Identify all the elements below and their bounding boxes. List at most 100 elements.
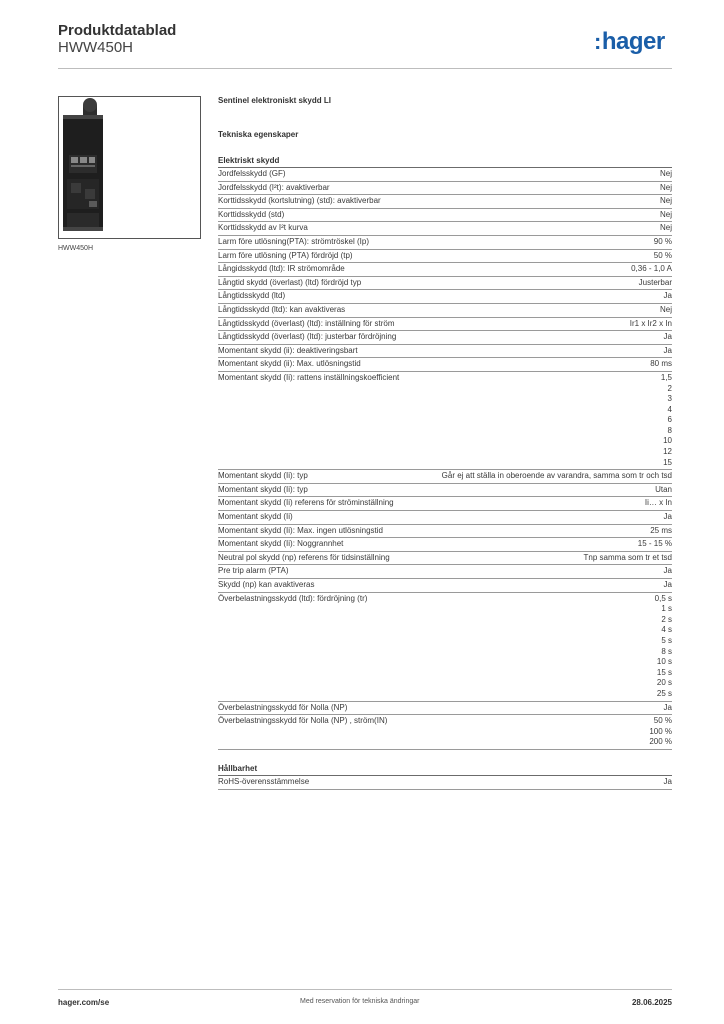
table-row: Överbelastningsskydd (ltd): fördröjning … [218, 593, 672, 702]
value-line: 15 [663, 457, 672, 467]
value-line: 3 [667, 394, 672, 404]
table-row: Skydd (np) kan avaktiveras Ja [218, 579, 672, 593]
row-value: Ja [664, 777, 672, 788]
value-line: 1 s [661, 604, 672, 614]
logo-text: hager [601, 28, 665, 55]
row-label: Överbelastningsskydd (ltd): fördröjning … [218, 593, 368, 603]
value-line: Ir1 x Ir2 x In [629, 318, 672, 328]
row-label: Långidsskydd (ltd): IR strömområde [218, 264, 345, 274]
row-value: Nej [660, 305, 672, 316]
value-line: Ja [663, 702, 672, 712]
row-label: Överbelastningsskydd för Nolla (NP) , st… [218, 716, 388, 726]
value-line: 5 s [661, 635, 672, 645]
row-value: 50 % [654, 251, 672, 262]
table-row: Larm före utlösning (PTA) fördröjd (tp)5… [218, 250, 672, 264]
row-value: Tnp samma som tr et tsd [584, 553, 672, 564]
row-label: Jordfelsskydd (GF) [218, 169, 286, 178]
value-line: 80 ms [650, 359, 672, 369]
value-line: 50 % [653, 716, 672, 726]
row-label: Skydd (np) kan avaktiveras [218, 580, 315, 589]
row-value: Ja [664, 291, 672, 302]
row-label: Momentant skydd (ii): Max. utlösningstid [218, 359, 361, 369]
value-line: Ja [663, 291, 672, 301]
row-value: Ja [664, 580, 672, 591]
value-line: Nej [659, 304, 672, 314]
row-value: 90 % [654, 237, 672, 248]
section-electrical-heading: Elektriskt skydd [218, 156, 672, 168]
section-tech-heading: Tekniska egenskaper [218, 130, 299, 139]
table-row: Korttidsskydd (std)Nej [218, 209, 672, 223]
row-label: Jordfelsskydd (I²t): avaktiverbar [218, 182, 330, 192]
value-line: Utan [655, 484, 672, 494]
row-label: Momentant skydd (Ii): typ [218, 471, 308, 481]
value-line: Nej [659, 196, 672, 206]
value-line: Ja [663, 512, 672, 522]
row-label: RoHS-överensstämmelse [218, 776, 310, 786]
table-row: Larm före utlösning(PTA): strömtröskel (… [218, 236, 672, 250]
section-sustainability-heading: Hållbarhet [218, 764, 672, 776]
table-row: Momentant skydd (Ii): Max. ingen utlösni… [218, 525, 672, 539]
row-value: 15 - 15 % [638, 539, 672, 550]
row-value: Justerbar [639, 278, 672, 289]
table-row: Jordfelsskydd (I²t): avaktiverbar Nej [218, 182, 672, 196]
value-line: 2 [667, 383, 672, 393]
value-line: 8 s [661, 646, 672, 656]
value-line: 25 s [656, 688, 672, 698]
document-title: Sentinel elektroniskt skydd LI [218, 96, 331, 105]
table-row: Momentant skydd (ii): Max. utlösningstid… [218, 358, 672, 372]
row-label: Långtidsskydd (överlast) (ltd): justerba… [218, 332, 397, 342]
value-line: Justerbar [638, 277, 672, 287]
row-label: Momentant skydd (Ii): Max. ingen utlösni… [218, 525, 383, 535]
row-label: Momentant skydd (ii): deaktiveringsbart [218, 345, 358, 355]
value-line: 2 s [661, 614, 672, 624]
value-line: Går ej att ställa in oberoende av varand… [441, 471, 672, 481]
header-divider [58, 68, 672, 69]
value-line: 12 [663, 447, 672, 457]
table-row: Överbelastningsskydd för Nolla (NP) , st… [218, 715, 672, 750]
row-label: Momentant skydd (Ii) [218, 512, 293, 522]
circuit-breaker-trip-unit-icon [59, 97, 200, 238]
table-row: Långtidsskydd (överlast) (ltd): inställn… [218, 318, 672, 332]
row-label: Långtidsskydd (ltd) [218, 291, 286, 301]
value-line: 20 s [656, 678, 672, 688]
value-line: Ja [663, 776, 672, 786]
row-value: Nej [660, 183, 672, 194]
row-value: Ja [664, 512, 672, 523]
value-line: Ja [663, 332, 672, 342]
row-value: Går ej att ställa in oberoende av varand… [432, 471, 672, 482]
footer-divider [58, 989, 672, 990]
row-label: Pre trip alarm (PTA) [218, 566, 289, 576]
value-line: 90 % [653, 236, 672, 246]
row-label: Långtid skydd (överlast) (ltd) fördröjd … [218, 277, 362, 287]
row-value: 0,36 - 1,0 A [631, 264, 672, 275]
value-line: Ii… x In [644, 498, 672, 508]
value-line: 100 % [649, 726, 672, 736]
value-line: 4 [667, 404, 672, 414]
row-label: Momentant skydd (Ii): typ [218, 484, 308, 494]
table-row: Momentant skydd (Ii) referens för strömi… [218, 497, 672, 512]
row-value: Ii… x In [645, 498, 672, 509]
row-label: Överbelastningsskydd för Nolla (NP) [218, 702, 348, 712]
value-line: 25 ms [650, 525, 672, 535]
row-value: Utan [655, 485, 672, 496]
image-caption: HWW450H [58, 245, 94, 252]
content: Sentinel elektroniskt skydd LI Tekniska … [218, 96, 672, 790]
value-line: 200 % [649, 737, 672, 747]
row-value: Ja [664, 703, 672, 714]
table-row: Momentant skydd (Ii): typ Utan [218, 484, 672, 498]
table-row: Momentant skydd (Ii): rattens inställnin… [218, 372, 672, 471]
row-label: Momentant skydd (Ii) referens för strömi… [218, 498, 394, 508]
row-label: Momentant skydd (Ii): rattens inställnin… [218, 372, 400, 382]
product-code: HWW450H [58, 39, 134, 56]
value-line: Nej [659, 223, 672, 233]
row-value: Ja [664, 346, 672, 357]
footer-date: 28.06.2025 [631, 998, 672, 1007]
value-line: 6 [667, 415, 672, 425]
table-row: Momentant skydd (Ii): typ Går ej att stäl… [218, 470, 672, 484]
row-value: Ja [664, 566, 672, 577]
